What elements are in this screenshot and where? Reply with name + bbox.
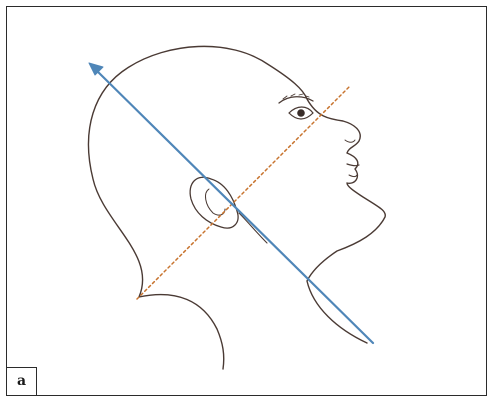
panel-label: a [17, 374, 26, 388]
central-ray-line [93, 67, 373, 343]
eye-iris [297, 109, 305, 117]
panel-label-box: a [7, 367, 37, 395]
head-illustration [7, 7, 488, 397]
lip-crease [349, 175, 357, 177]
arrow-icon [89, 63, 103, 75]
jaw-line [239, 213, 267, 243]
head-outline [89, 46, 386, 343]
neck-back-outline [139, 295, 224, 369]
figure-frame: a [6, 6, 487, 396]
nostril [345, 140, 355, 142]
